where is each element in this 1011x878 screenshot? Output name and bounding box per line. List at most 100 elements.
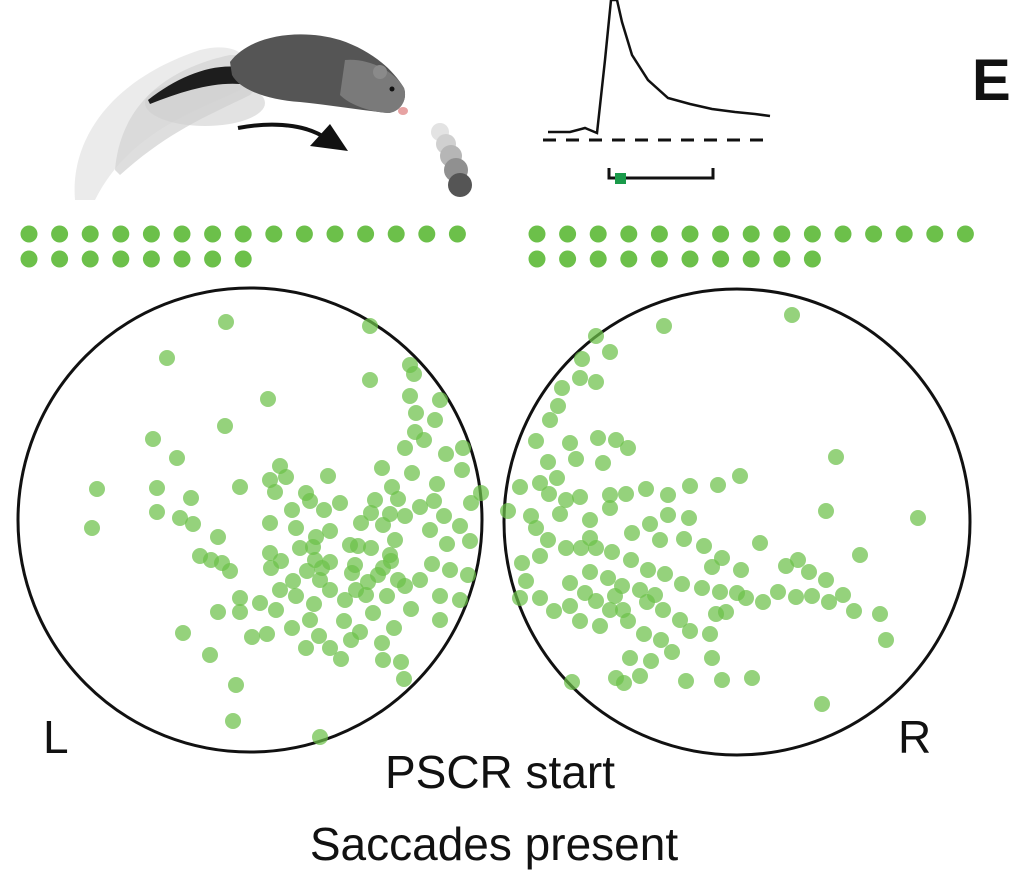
- right-scatter-point: [542, 412, 558, 428]
- right-scatter-point: [835, 587, 851, 603]
- left-scatter-point: [382, 506, 398, 522]
- right-count-dot: [834, 225, 852, 243]
- right-scatter-point: [729, 585, 745, 601]
- right-scatter-point: [788, 589, 804, 605]
- left-count-dot: [265, 225, 283, 243]
- right-count-dot: [956, 225, 974, 243]
- right-scatter-point: [708, 606, 724, 622]
- right-scatter-point: [714, 672, 730, 688]
- right-scatter-point: [582, 564, 598, 580]
- left-scatter-point: [460, 567, 476, 583]
- left-scatter-point: [284, 620, 300, 636]
- right-scatter-point: [582, 530, 598, 546]
- left-count-dot: [418, 225, 436, 243]
- left-scatter-point: [473, 485, 489, 501]
- left-scatter-point: [228, 677, 244, 693]
- left-scatter-point: [397, 440, 413, 456]
- left-scatter-point: [210, 529, 226, 545]
- left-count-dot: [204, 225, 222, 243]
- animal-turning-toward-ball-icon: [74, 34, 472, 200]
- left-count-dot: [326, 225, 344, 243]
- left-scatter-point: [210, 604, 226, 620]
- right-scatter-point: [678, 673, 694, 689]
- right-scatter-point: [878, 632, 894, 648]
- left-count-dot: [234, 225, 252, 243]
- left-scatter-point: [263, 560, 279, 576]
- left-count-dot: [173, 225, 191, 243]
- left-scatter-point: [311, 628, 327, 644]
- left-count-dot: [20, 250, 38, 268]
- left-count-dot: [51, 250, 69, 268]
- right-count-dot: [773, 225, 791, 243]
- right-scatter-point: [653, 632, 669, 648]
- left-scatter-point: [316, 502, 332, 518]
- right-scatter-point: [600, 570, 616, 586]
- left-scatter-point: [292, 540, 308, 556]
- left-scatter-point: [145, 431, 161, 447]
- right-count-dot: [803, 250, 821, 268]
- left-scatter-point: [416, 432, 432, 448]
- right-scatter-point: [604, 544, 620, 560]
- left-scatter-point: [412, 499, 428, 515]
- right-scatter-point: [632, 668, 648, 684]
- left-scatter-point: [262, 472, 278, 488]
- left-scatter-point: [322, 523, 338, 539]
- left-scatter-point: [365, 605, 381, 621]
- right-scatter-point: [821, 594, 837, 610]
- left-scatter-point: [442, 562, 458, 578]
- left-count-dot: [173, 250, 191, 268]
- left-scatter-point: [172, 510, 188, 526]
- left-scatter-point: [278, 469, 294, 485]
- left-eye-scatter: [84, 314, 489, 745]
- right-scatter-point: [523, 508, 539, 524]
- right-scatter-point: [624, 525, 640, 541]
- right-scatter-point: [674, 576, 690, 592]
- left-scatter-point: [185, 516, 201, 532]
- left-scatter-point: [217, 418, 233, 434]
- right-scatter-point: [592, 618, 608, 634]
- left-scatter-point: [462, 533, 478, 549]
- right-scatter-point: [676, 531, 692, 547]
- left-scatter-point: [183, 490, 199, 506]
- right-scatter-point: [744, 670, 760, 686]
- left-scatter-point: [262, 515, 278, 531]
- left-scatter-point: [452, 592, 468, 608]
- left-scatter-point: [222, 563, 238, 579]
- right-scatter-point: [602, 344, 618, 360]
- right-scatter-point: [582, 512, 598, 528]
- left-scatter-point: [232, 604, 248, 620]
- left-scatter-point: [402, 357, 418, 373]
- left-scatter-point: [350, 538, 366, 554]
- right-scatter-point: [588, 328, 604, 344]
- right-count-dot: [559, 250, 577, 268]
- left-scatter-point: [363, 505, 379, 521]
- left-scatter-point: [375, 652, 391, 668]
- left-scatter-point: [396, 671, 412, 687]
- left-scatter-point: [412, 572, 428, 588]
- left-count-dot: [234, 250, 252, 268]
- right-scatter-point: [682, 623, 698, 639]
- right-scatter-point: [550, 398, 566, 414]
- left-count-dot: [295, 225, 313, 243]
- right-scatter-point: [660, 487, 676, 503]
- right-scatter-point: [664, 644, 680, 660]
- right-scatter-point: [518, 573, 534, 589]
- left-scatter-point: [268, 602, 284, 618]
- left-count-dot: [448, 225, 466, 243]
- left-scatter-point: [262, 545, 278, 561]
- left-scatter-point: [463, 495, 479, 511]
- right-scatter-point: [846, 603, 862, 619]
- left-scatter-point: [432, 588, 448, 604]
- right-scatter-point: [616, 675, 632, 691]
- right-count-dot: [620, 225, 638, 243]
- right-count-dot: [589, 225, 607, 243]
- left-scatter-point: [288, 588, 304, 604]
- left-scatter-point: [312, 572, 328, 588]
- left-scatter-point: [306, 596, 322, 612]
- right-count-dot: [712, 250, 730, 268]
- right-scatter-point: [623, 552, 639, 568]
- right-scatter-point: [572, 489, 588, 505]
- right-scatter-point: [602, 487, 618, 503]
- right-scatter-point: [814, 696, 830, 712]
- right-scatter-point: [694, 580, 710, 596]
